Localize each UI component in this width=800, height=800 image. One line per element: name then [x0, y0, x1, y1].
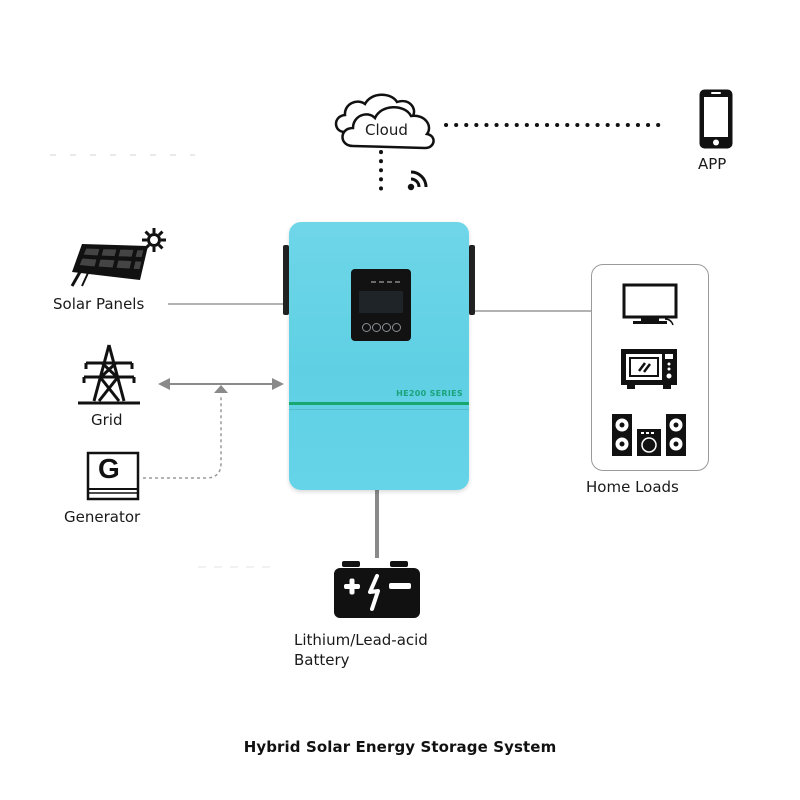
generator-label: Generator [64, 508, 141, 526]
inverter-button-down[interactable] [382, 323, 391, 332]
battery-label-line1: Lithium/Lead-acid [294, 631, 428, 649]
generator-icon-letter: G [98, 453, 120, 484]
grid-arrow-right [272, 378, 284, 390]
inverter-green-stripe [289, 402, 469, 405]
microwave-icon [621, 349, 677, 389]
solar-label: Solar Panels [53, 295, 145, 313]
battery-icon [334, 561, 420, 618]
sun-icon [142, 228, 166, 252]
app-node: APP [690, 88, 750, 178]
speakers-icon [612, 414, 686, 456]
inverter-left-bracket [283, 245, 289, 315]
status-led [371, 281, 376, 283]
solar-node: Solar Panels [50, 224, 180, 320]
power-tower-icon [78, 344, 140, 405]
app-label: APP [698, 155, 727, 173]
tv-icon [622, 283, 678, 326]
cloud-icon [334, 93, 435, 150]
inverter-control-panel [351, 269, 411, 341]
inverter-right-bracket [469, 245, 475, 315]
cloud-label: Cloud [365, 121, 408, 139]
home-loads-label: Home Loads [586, 478, 679, 496]
battery-label-line2: Battery [294, 651, 350, 669]
wifi-signal-icon [407, 170, 428, 191]
junction-arrow-up [214, 385, 228, 393]
grid-label: Grid [91, 411, 123, 429]
inverter-button-menu[interactable] [362, 323, 371, 332]
generator-icon [86, 451, 140, 501]
status-led [387, 281, 392, 283]
home-loads-box [591, 264, 709, 471]
cloud-node: Cloud [331, 88, 443, 154]
lcd-screen [359, 291, 403, 313]
solar-panel-icon [70, 244, 148, 287]
grid-arrow-left [158, 378, 170, 390]
hybrid-inverter: HE200 SERIES [289, 222, 469, 490]
status-led [395, 281, 400, 283]
diagram-title: Hybrid Solar Energy Storage System [243, 738, 557, 756]
inverter-panel-seam [289, 409, 469, 410]
inverter-series-label: HE200 SERIES [396, 389, 463, 398]
smartphone-icon [699, 89, 733, 149]
inverter-button-enter[interactable] [392, 323, 401, 332]
inverter-button-up[interactable] [372, 323, 381, 332]
grid-node: Grid [74, 343, 150, 433]
generator-node: G Generator [60, 451, 170, 531]
status-led [379, 281, 384, 283]
